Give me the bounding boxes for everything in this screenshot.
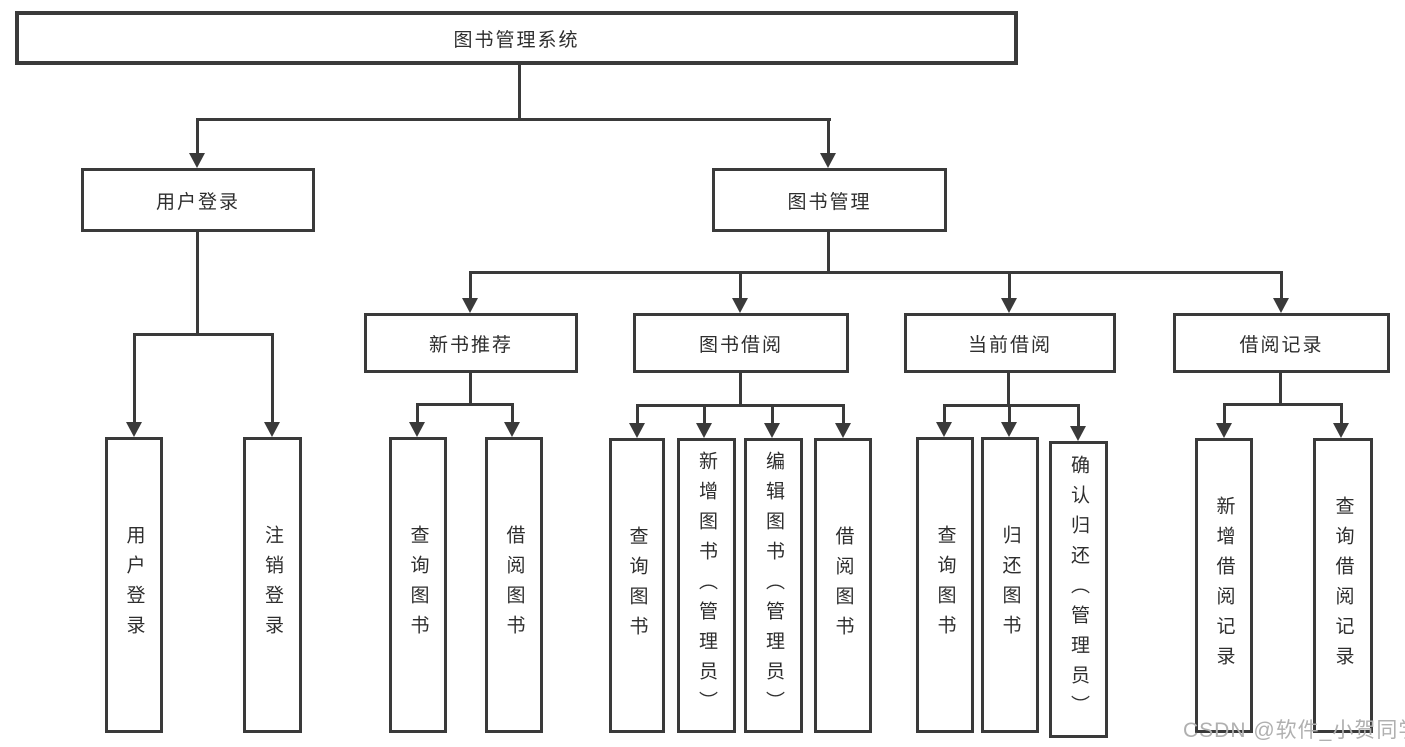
arrow-down-icon (462, 298, 478, 313)
connector-drop (943, 404, 946, 422)
leaf-return-books-label: 归还图书 (999, 525, 1021, 645)
leaf-edit-books-admin: 编辑图书（管理员） (744, 438, 803, 733)
arrow-down-icon (264, 422, 280, 437)
connector-drop (1008, 404, 1011, 422)
arrow-down-icon (126, 422, 142, 437)
node-new-book-recommend: 新书推荐 (364, 313, 578, 373)
connector-drop-book-borrow (739, 271, 742, 299)
leaf-borrow-books: 借阅图书 (814, 438, 872, 733)
connector-level1-rail (196, 118, 831, 121)
connector-current-borrow-stem (1007, 373, 1010, 406)
leaf-query-borrow-record-label: 查询借阅记录 (1332, 495, 1354, 676)
node-book-management: 图书管理 (712, 168, 947, 232)
arrow-down-icon (732, 298, 748, 313)
arrow-down-icon (189, 153, 205, 168)
connector-drop (1223, 403, 1226, 423)
node-borrowing-records: 借阅记录 (1173, 313, 1390, 373)
arrow-down-icon (1216, 423, 1232, 438)
leaf-borrow-books-recommend-label: 借阅图书 (503, 525, 525, 645)
leaf-logout: 注销登录 (243, 437, 302, 733)
leaf-add-books-admin-label: 新增图书（管理员） (696, 450, 717, 721)
connector-current-borrow-rail (943, 404, 1080, 407)
connector-drop-user-login-leaf (133, 333, 136, 422)
leaf-query-books-current: 查询图书 (916, 437, 974, 733)
connector-drop (416, 403, 419, 422)
leaf-edit-books-admin-label: 编辑图书（管理员） (763, 450, 784, 721)
connector-drop-current-borrow (1008, 271, 1011, 299)
connector-borrow-record-stem (1279, 373, 1282, 405)
arrow-down-icon (835, 423, 851, 438)
leaf-return-books: 归还图书 (981, 437, 1039, 733)
connector-new-book-rail (416, 403, 514, 406)
node-library-system-label: 图书管理系统 (453, 29, 580, 51)
connector-drop (1340, 403, 1343, 423)
arrow-down-icon (936, 422, 952, 437)
leaf-query-books-recommend: 查询图书 (389, 437, 447, 733)
connector-drop-new-book (469, 271, 472, 299)
node-new-book-recommend-label: 新书推荐 (428, 334, 513, 356)
connector-level3-rail (469, 271, 1283, 274)
csdn-watermark: CSDN @软件_小贺同学 (1183, 719, 1405, 742)
node-book-borrowing: 图书借阅 (633, 313, 849, 373)
connector-user-login-rail (133, 333, 274, 336)
leaf-confirm-return-admin-label: 确认归还（管理员） (1068, 454, 1089, 725)
leaf-query-books-current-label: 查询图书 (934, 525, 956, 645)
leaf-logout-label: 注销登录 (262, 525, 283, 645)
connector-user-login-stem (196, 232, 199, 335)
node-book-borrowing-label: 图书借阅 (698, 334, 783, 356)
node-book-management-label: 图书管理 (787, 191, 872, 213)
node-current-borrowing-label: 当前借阅 (967, 334, 1052, 356)
connector-book-borrow-rail (636, 404, 845, 407)
leaf-add-borrow-record: 新增借阅记录 (1195, 438, 1253, 733)
arrow-down-icon (1001, 422, 1017, 437)
connector-book-borrow-stem (739, 373, 742, 406)
node-current-borrowing: 当前借阅 (904, 313, 1116, 373)
connector-new-book-stem (469, 373, 472, 405)
connector-drop (511, 403, 514, 422)
connector-drop (771, 404, 774, 423)
connector-drop (636, 404, 639, 423)
connector-root-stem (518, 65, 521, 118)
leaf-query-borrow-record: 查询借阅记录 (1313, 438, 1373, 733)
arrow-down-icon (764, 423, 780, 438)
arrow-down-icon (409, 422, 425, 437)
arrow-down-icon (629, 423, 645, 438)
arrow-down-icon (504, 422, 520, 437)
leaf-query-books-borrowing-label: 查询图书 (626, 525, 648, 646)
leaf-user-login: 用户登录 (105, 437, 163, 733)
leaf-confirm-return-admin: 确认归还（管理员） (1049, 441, 1108, 738)
connector-book-mgmt-stem (827, 232, 830, 273)
leaf-query-books-recommend-label: 查询图书 (407, 525, 429, 645)
node-borrowing-records-label: 借阅记录 (1239, 334, 1324, 356)
node-user-login: 用户登录 (81, 168, 315, 232)
connector-drop (842, 404, 845, 423)
leaf-user-login-label: 用户登录 (123, 525, 145, 645)
node-user-login-label: 用户登录 (155, 191, 240, 213)
arrow-down-icon (820, 153, 836, 168)
connector-borrow-record-rail (1223, 403, 1343, 406)
arrow-down-icon (696, 423, 712, 438)
arrow-down-icon (1273, 298, 1289, 313)
leaf-add-books-admin: 新增图书（管理员） (677, 438, 736, 733)
connector-drop-user-login (196, 118, 199, 154)
leaf-borrow-books-recommend: 借阅图书 (485, 437, 543, 733)
leaf-add-borrow-record-label: 新增借阅记录 (1213, 495, 1235, 676)
leaf-borrow-books-label: 借阅图书 (832, 525, 854, 646)
leaf-query-books-borrowing: 查询图书 (609, 438, 665, 733)
arrow-down-icon (1001, 298, 1017, 313)
arrow-down-icon (1333, 423, 1349, 438)
connector-drop-borrow-record (1280, 271, 1283, 299)
connector-drop (1077, 404, 1080, 426)
connector-drop (703, 404, 706, 423)
connector-drop-logout-leaf (271, 333, 274, 422)
connector-drop-book-mgmt (827, 118, 830, 154)
node-library-system: 图书管理系统 (15, 11, 1018, 65)
arrow-down-icon (1070, 426, 1086, 441)
